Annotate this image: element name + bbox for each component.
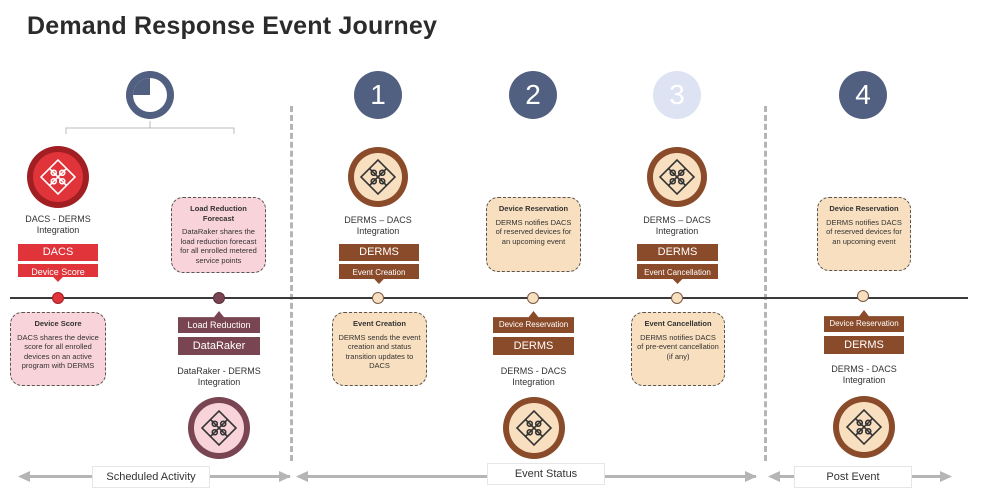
device-score-note-title: Device Score — [34, 319, 82, 328]
step-1-badge: 1 — [354, 71, 402, 119]
post-event-label: Post Event — [794, 466, 912, 488]
load-reduction-note-title: Load Reduction Forecast — [190, 204, 247, 223]
scheduled-pie-icon — [126, 71, 174, 119]
load-reduction-note-body: DataRaker shares the load reduction fore… — [180, 227, 257, 265]
step2-derms-tag: DERMS — [493, 337, 574, 355]
page-title: Demand Response Event Journey — [27, 12, 438, 40]
step3-derms-tag: DERMS — [637, 244, 718, 261]
event-cancellation-note: Event Cancellation DERMS notifies DACS o… — [631, 312, 725, 386]
step4-integration-label: DERMS - DACS Integration — [831, 364, 897, 385]
event-cancellation-note-title: Event Cancellation — [644, 319, 712, 328]
step-3-badge: 3 — [653, 71, 701, 119]
separator-2 — [764, 106, 767, 461]
post-reservation-note: Device Reservation DERMS notifies DACS o… — [817, 197, 911, 271]
post-reservation-note-title: Device Reservation — [829, 204, 899, 213]
event-cancellation-note-body: DERMS notifies DACS of pre-event cancell… — [637, 332, 719, 361]
device-reservation-note-title: Device Reservation — [498, 204, 569, 213]
step1-puzzle-icon — [348, 147, 408, 207]
load-reduction-note: Load Reduction Forecast DataRaker shares… — [171, 197, 266, 273]
datarake-puzzle-icon — [188, 397, 250, 459]
separator-1 — [290, 106, 293, 461]
step3-puzzle-icon — [647, 147, 707, 207]
step1-derms-tag: DERMS — [339, 244, 419, 261]
timeline-dot-step2 — [527, 292, 539, 304]
step2-integration-label: DERMS - DACS Integration — [500, 366, 567, 387]
event-creation-note-body: DERMS sends the event creation and statu… — [338, 332, 421, 371]
dacs-integration-label: DACS - DERMS Integration — [25, 214, 91, 235]
device-score-note: Device Score DACS shares the device scor… — [10, 312, 106, 386]
event-creation-tag: Event Creation — [339, 264, 419, 284]
step1-integration-label: DERMS – DACS Integration — [344, 215, 412, 236]
step3-integration-label: DERMS – DACS Integration — [643, 215, 711, 236]
device-score-note-body: DACS shares the device score for all enr… — [17, 332, 99, 371]
datarake-tag: DataRaker — [178, 337, 260, 355]
step4-puzzle-icon — [833, 396, 895, 458]
event-creation-note: Event Creation DERMS sends the event cre… — [332, 312, 427, 386]
datarake-integration-label: DataRaker - DERMS Integration — [177, 366, 261, 387]
load-reduction-tag: Load Reduction — [178, 311, 260, 333]
scheduled-activity-label: Scheduled Activity — [92, 466, 210, 488]
device-reservation-note: Device Reservation DERMS notifies DACS o… — [486, 197, 581, 272]
post-device-reservation-tag: Device Reservation — [824, 310, 904, 332]
scheduled-bracket — [65, 121, 235, 134]
dacs-tag: DACS — [18, 244, 98, 261]
timeline — [10, 297, 968, 299]
device-reservation-tag: Device Reservation — [493, 311, 574, 333]
step-4-badge: 4 — [839, 71, 887, 119]
event-cancellation-tag: Event Cancellation — [637, 264, 718, 284]
event-creation-note-title: Event Creation — [353, 319, 406, 328]
timeline-dot-step1 — [372, 292, 384, 304]
timeline-dot-datarake — [213, 292, 225, 304]
step-2-badge: 2 — [509, 71, 557, 119]
dacs-puzzle-icon — [27, 146, 89, 208]
timeline-dot-step4 — [857, 290, 869, 302]
device-reservation-note-body: DERMS notifies DACS of reserved devices … — [495, 217, 572, 246]
step4-derms-tag: DERMS — [824, 336, 904, 354]
step2-puzzle-icon — [503, 397, 565, 459]
timeline-dot-dacs — [52, 292, 64, 304]
timeline-dot-step3 — [671, 292, 683, 304]
device-score-tag: Device Score — [18, 264, 98, 282]
event-status-label: Event Status — [487, 463, 605, 485]
post-reservation-note-body: DERMS notifies DACS of reserved devices … — [826, 217, 902, 246]
